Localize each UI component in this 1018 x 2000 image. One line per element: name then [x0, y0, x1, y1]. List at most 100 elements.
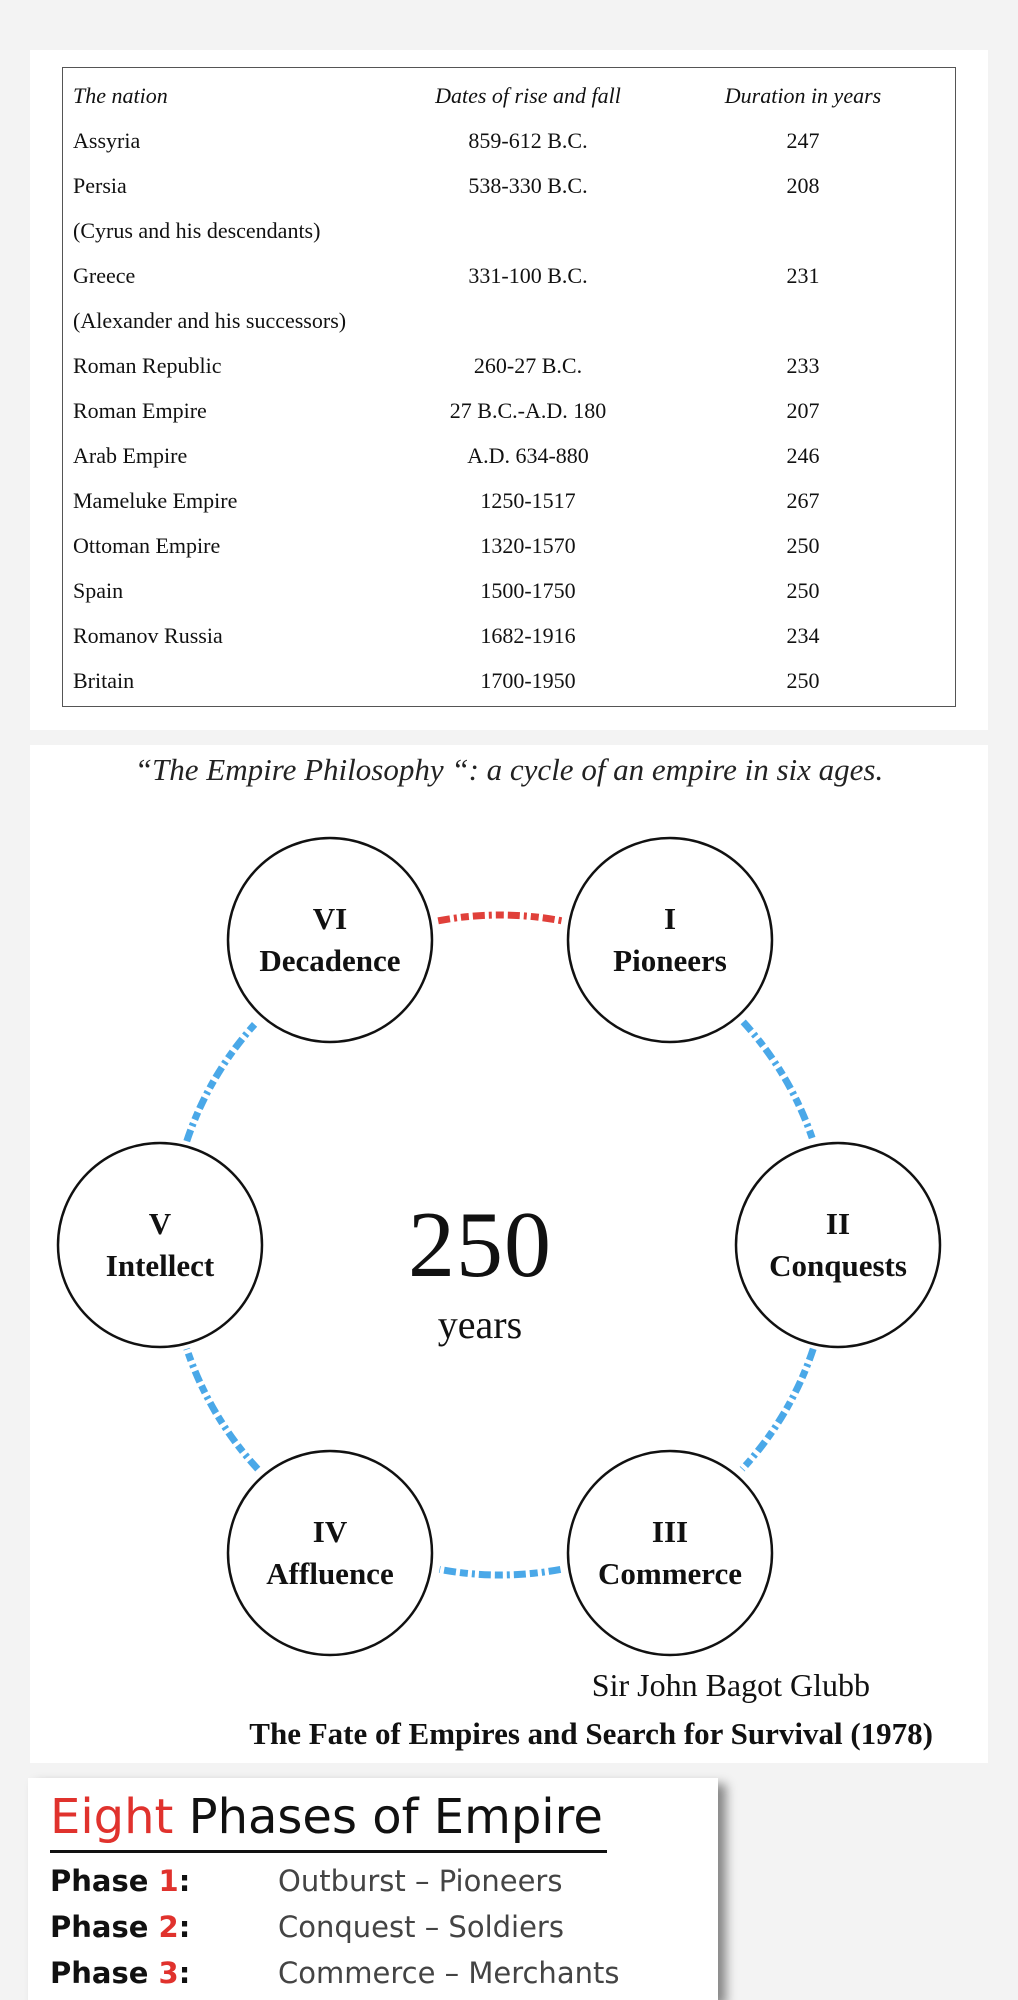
cell-dates: 331-100 B.C.	[468, 263, 588, 288]
cell-dates: 260-27 B.C.	[473, 353, 583, 378]
cell-dates: 1700-1950	[480, 668, 576, 693]
phase-label: IV Affluence	[225, 1511, 435, 1595]
phase-numeral: V	[148, 1206, 172, 1241]
phase-name: Affluence	[266, 1556, 394, 1591]
cycle-title: “The Empire Philosophy “: a cycle of an …	[134, 752, 884, 787]
phases-title: Eight Phases of Empire	[50, 1784, 607, 1853]
phases-title-rest: Phases of Empire	[173, 1789, 603, 1845]
table-row: (Cyrus and his descendants)	[63, 208, 955, 253]
cell-dates: 1682-1916	[480, 623, 576, 648]
cell-nation: Mameluke Empire	[73, 488, 238, 513]
cell-dates: A.D. 634-880	[467, 443, 589, 468]
cell-duration: 267	[786, 488, 820, 513]
cell-nation: Spain	[73, 578, 124, 603]
phase-row-number: 2	[158, 1910, 179, 1944]
cycle-connector	[183, 1019, 260, 1143]
cell-nation: Persia	[73, 173, 127, 198]
empire-duration-table: The nation Dates of rise and fall Durati…	[62, 67, 956, 707]
header-nation: The nation	[73, 83, 168, 108]
cell-nation: (Alexander and his successors)	[73, 308, 347, 333]
cell-duration: 233	[786, 353, 820, 378]
phase-row-label: Phase 1:	[50, 1858, 190, 1904]
phase-row-colon: :	[178, 1956, 191, 1990]
cycle-connector	[183, 1347, 261, 1472]
phase-row-word: Phase	[50, 1864, 159, 1898]
table-header-row: The nation Dates of rise and fall Durati…	[63, 73, 955, 118]
phase-numeral: I	[663, 901, 677, 936]
cell-dates: 1500-1750	[480, 578, 576, 603]
cell-dates: 1250-1517	[480, 488, 576, 513]
cell-duration: 208	[786, 173, 820, 198]
phase-name: Conquests	[769, 1248, 907, 1283]
phase-label: II Conquests	[733, 1203, 943, 1287]
table-row: Britain 1700-1950 250	[63, 658, 955, 703]
phase-row-description: Commerce – Merchants	[278, 1956, 620, 1990]
phase-circle	[226, 836, 434, 1044]
table-row: (Alexander and his successors)	[63, 298, 955, 343]
cycle-connector	[438, 1565, 562, 1579]
phase-numeral: VI	[312, 901, 348, 936]
table-row: Romanov Russia 1682-1916 234	[63, 613, 955, 658]
cell-duration: 250	[786, 668, 820, 693]
cell-nation: Assyria	[73, 128, 141, 153]
table-row: Mameluke Empire 1250-1517 267	[63, 478, 955, 523]
cell-duration: 250	[786, 533, 820, 558]
cycle-diagram	[56, 836, 942, 1657]
phase-circle	[56, 1141, 264, 1349]
table-row: Assyria 859-612 B.C. 247	[63, 118, 955, 163]
cell-dates: 27 B.C.-A.D. 180	[449, 398, 607, 423]
phase-circle	[566, 836, 774, 1044]
author-name: Sir John Bagot Glubb	[591, 1667, 870, 1703]
book-title: The Fate of Empires and Search for Survi…	[249, 1716, 933, 1751]
cell-nation: Ottoman Empire	[73, 533, 221, 558]
cycle-connector	[437, 911, 563, 925]
phase-row-description: Outburst – Pioneers	[278, 1864, 563, 1898]
table-row: Persia 538-330 B.C. 208	[63, 163, 955, 208]
cell-nation: Greece	[73, 263, 136, 288]
phase-row-word: Phase	[50, 1956, 159, 1990]
phases-title-accent: Eight	[50, 1789, 174, 1845]
phase-row: Phase 1: Outburst – Pioneers	[50, 1858, 710, 1904]
empire-duration-table-panel: The nation Dates of rise and fall Durati…	[30, 50, 988, 730]
cell-nation: Roman Empire	[73, 398, 207, 423]
phase-row-description: Conquest – Soldiers	[278, 1910, 564, 1944]
phase-row-word: Phase	[50, 1910, 159, 1944]
phase-numeral: III	[651, 1514, 689, 1549]
cell-dates: 859-612 B.C.	[468, 128, 588, 153]
phase-numeral: II	[825, 1206, 851, 1241]
table-row: Roman Republic 260-27 B.C. 233	[63, 343, 955, 388]
phase-name: Commerce	[597, 1556, 742, 1591]
cycle-connector	[739, 1347, 817, 1472]
header-duration: Duration in years	[724, 83, 882, 108]
cell-duration: 250	[786, 578, 820, 603]
cell-dates: 538-330 B.C.	[468, 173, 588, 198]
phase-row: Phase 2: Conquest – Soldiers	[50, 1904, 710, 1950]
phase-row-number: 3	[158, 1956, 179, 1990]
table-row: Spain 1500-1750 250	[63, 568, 955, 613]
phase-circle	[734, 1141, 942, 1349]
table-row: Arab Empire A.D. 634-880 246	[63, 433, 955, 478]
cell-duration: 247	[786, 128, 820, 153]
cycle-connector	[740, 1019, 817, 1143]
phase-row-label: Phase 3:	[50, 1950, 190, 1996]
phase-numeral: IV	[312, 1514, 348, 1549]
phase-circle	[226, 1449, 434, 1657]
phase-row-label: Phase 2:	[50, 1904, 190, 1950]
cell-duration: 246	[786, 443, 820, 468]
cell-nation: Britain	[73, 668, 135, 693]
cell-nation: Roman Republic	[73, 353, 222, 378]
cell-nation: Romanov Russia	[73, 623, 223, 648]
phase-circle	[566, 1449, 774, 1657]
cell-nation: Arab Empire	[73, 443, 188, 468]
cycle-duration-unit: years	[437, 1302, 523, 1347]
phase-name: Pioneers	[613, 943, 727, 978]
cell-duration: 234	[786, 623, 820, 648]
cycle-duration-number: 250	[408, 1193, 552, 1297]
phase-name: Intellect	[105, 1248, 215, 1283]
phase-row: Phase 3: Commerce – Merchants	[50, 1950, 710, 1996]
phase-row-colon: :	[178, 1910, 191, 1944]
